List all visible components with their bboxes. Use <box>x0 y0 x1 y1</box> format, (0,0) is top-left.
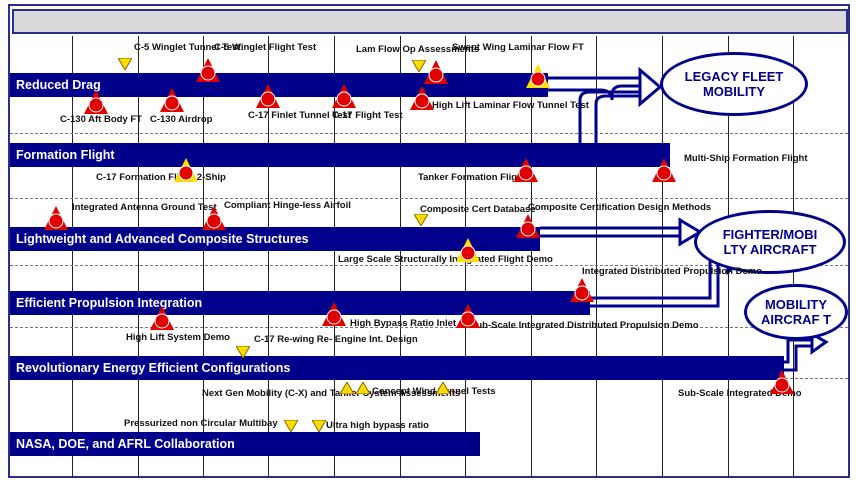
bar-formation-flight: Formation Flight <box>10 143 670 167</box>
label-ultra-high-bypass: Ultra high bypass ratio <box>326 420 429 431</box>
label-c5-winglet-tunnel: C-5 Winglet Tunnel Test <box>134 42 241 53</box>
label-swept-wing-laminar: Swept Wing Laminar Flow FT <box>452 42 584 53</box>
milestone-complete-icon <box>456 238 480 262</box>
grid-line <box>72 36 73 478</box>
milestone-planned-icon <box>340 382 354 394</box>
label-high-lift-system: High Lift System Demo <box>126 332 230 343</box>
label-pressurized: Pressurized non Circular Multibay <box>124 418 278 429</box>
milestone-complete-icon <box>44 206 68 230</box>
row-separator <box>10 265 848 266</box>
label-multi-ship: Multi-Ship Formation Flight <box>684 153 808 164</box>
grid-line <box>334 36 335 478</box>
label-c130-aft-body: C-130 Aft Body FT <box>60 114 142 125</box>
milestone-complete-icon <box>456 304 480 328</box>
label-composite-cert-db: Composite Cert Database <box>420 204 536 215</box>
label-c5-winglet-flight: C-5 Winglet Flight Test <box>214 42 317 53</box>
label-c17-flight: C-17 Flight Test <box>332 110 403 121</box>
label-lam-flow-op: Lam Flow Op Assessments <box>356 44 480 55</box>
milestone-complete-icon <box>256 84 280 108</box>
grid-line <box>268 36 269 478</box>
milestone-complete-icon <box>332 84 356 108</box>
label-tanker-formation: Tanker Formation Flight <box>418 172 527 183</box>
milestone-complete-icon <box>526 64 550 88</box>
bar-lightweight-composite: Lightweight and Advanced Composite Struc… <box>10 227 540 251</box>
bar-efficient-propulsion: Efficient Propulsion Integration <box>10 291 590 315</box>
milestone-complete-icon <box>652 158 676 182</box>
milestone-complete-icon <box>570 278 594 302</box>
label-c17-formation: C-17 Formation Flight 2-Ship <box>96 172 226 183</box>
bar-reduced-drag: Reduced Drag <box>10 73 548 97</box>
milestone-planned-icon <box>236 346 250 358</box>
milestone-complete-icon <box>516 214 540 238</box>
label-c17-finlet: C-17 Finlet Tunnel Test <box>248 110 352 121</box>
row-separator <box>10 198 848 199</box>
label-subscale-distributed: Sub-Scale Integrated Distributed Propuls… <box>470 320 699 331</box>
row-separator <box>10 133 848 134</box>
label-high-lift-laminar: High Lift Laminar Flow Tunnel Test <box>432 100 589 111</box>
label-subscale-demo: Sub-Scale Integrated Demo <box>678 388 802 399</box>
milestone-planned-icon <box>118 58 132 70</box>
grid-line <box>138 36 139 478</box>
grid-line <box>400 36 401 478</box>
milestone-complete-icon <box>202 206 226 230</box>
milestone-complete-icon <box>160 88 184 112</box>
milestone-complete-icon <box>514 158 538 182</box>
milestone-planned-icon <box>412 60 426 72</box>
milestone-complete-icon <box>322 302 346 326</box>
row-separator <box>10 327 848 328</box>
milestone-planned-icon <box>356 382 370 394</box>
milestone-planned-icon <box>284 420 298 432</box>
milestone-complete-icon <box>770 370 794 394</box>
grid-line <box>596 36 597 478</box>
outcome-mobility-aircraft: MOBILITY AIRCRAF T <box>744 284 848 340</box>
header-bar <box>12 9 848 34</box>
label-concept-wind: Concept Wind Tunnel Tests <box>372 386 496 397</box>
milestone-complete-icon <box>410 86 434 110</box>
label-large-scale: Large Scale Structurally Integrated Flig… <box>338 254 553 265</box>
label-compliant-hinge: Compliant Hinge-less Airfoil <box>224 200 351 211</box>
milestone-complete-icon <box>84 90 108 114</box>
bar-revolutionary-configurations: Revolutionary Energy Efficient Configura… <box>10 356 784 380</box>
label-composite-cert-design: Composite Certification Design Methods <box>528 202 712 213</box>
label-integrated-distributed: Integrated Distributed Propulsion Demo <box>582 266 762 277</box>
milestone-complete-icon <box>424 60 448 84</box>
bar-nasa-doe-afrl: NASA, DOE, and AFRL Collaboration <box>10 432 480 456</box>
milestone-planned-icon <box>436 382 450 394</box>
grid-line <box>531 36 532 478</box>
label-c130-airdrop: C-130 Airdrop <box>150 114 213 125</box>
milestone-complete-icon <box>196 58 220 82</box>
milestone-complete-icon <box>150 306 174 330</box>
label-integrated-antenna: Integrated Antenna Ground Test <box>72 202 217 213</box>
label-c17-rewing: C-17 Re-wing Re- Engine Int. Design <box>254 334 418 345</box>
grid-line <box>203 36 204 478</box>
grid-line <box>662 36 663 478</box>
label-next-gen-mobility: Next Gen Mobility (C-X) and Tanker Syste… <box>202 388 461 399</box>
outcome-fighter-mobility-aircraft: FIGHTER/MOBI LTY AIRCRAFT <box>694 210 846 274</box>
milestone-planned-icon <box>414 214 428 226</box>
outcome-legacy-fleet-mobility: LEGACY FLEET MOBILITY <box>660 52 808 116</box>
label-high-bypass: High Bypass Ratio Inlet <box>350 318 457 329</box>
milestone-complete-icon <box>174 158 198 182</box>
milestone-planned-icon <box>312 420 326 432</box>
